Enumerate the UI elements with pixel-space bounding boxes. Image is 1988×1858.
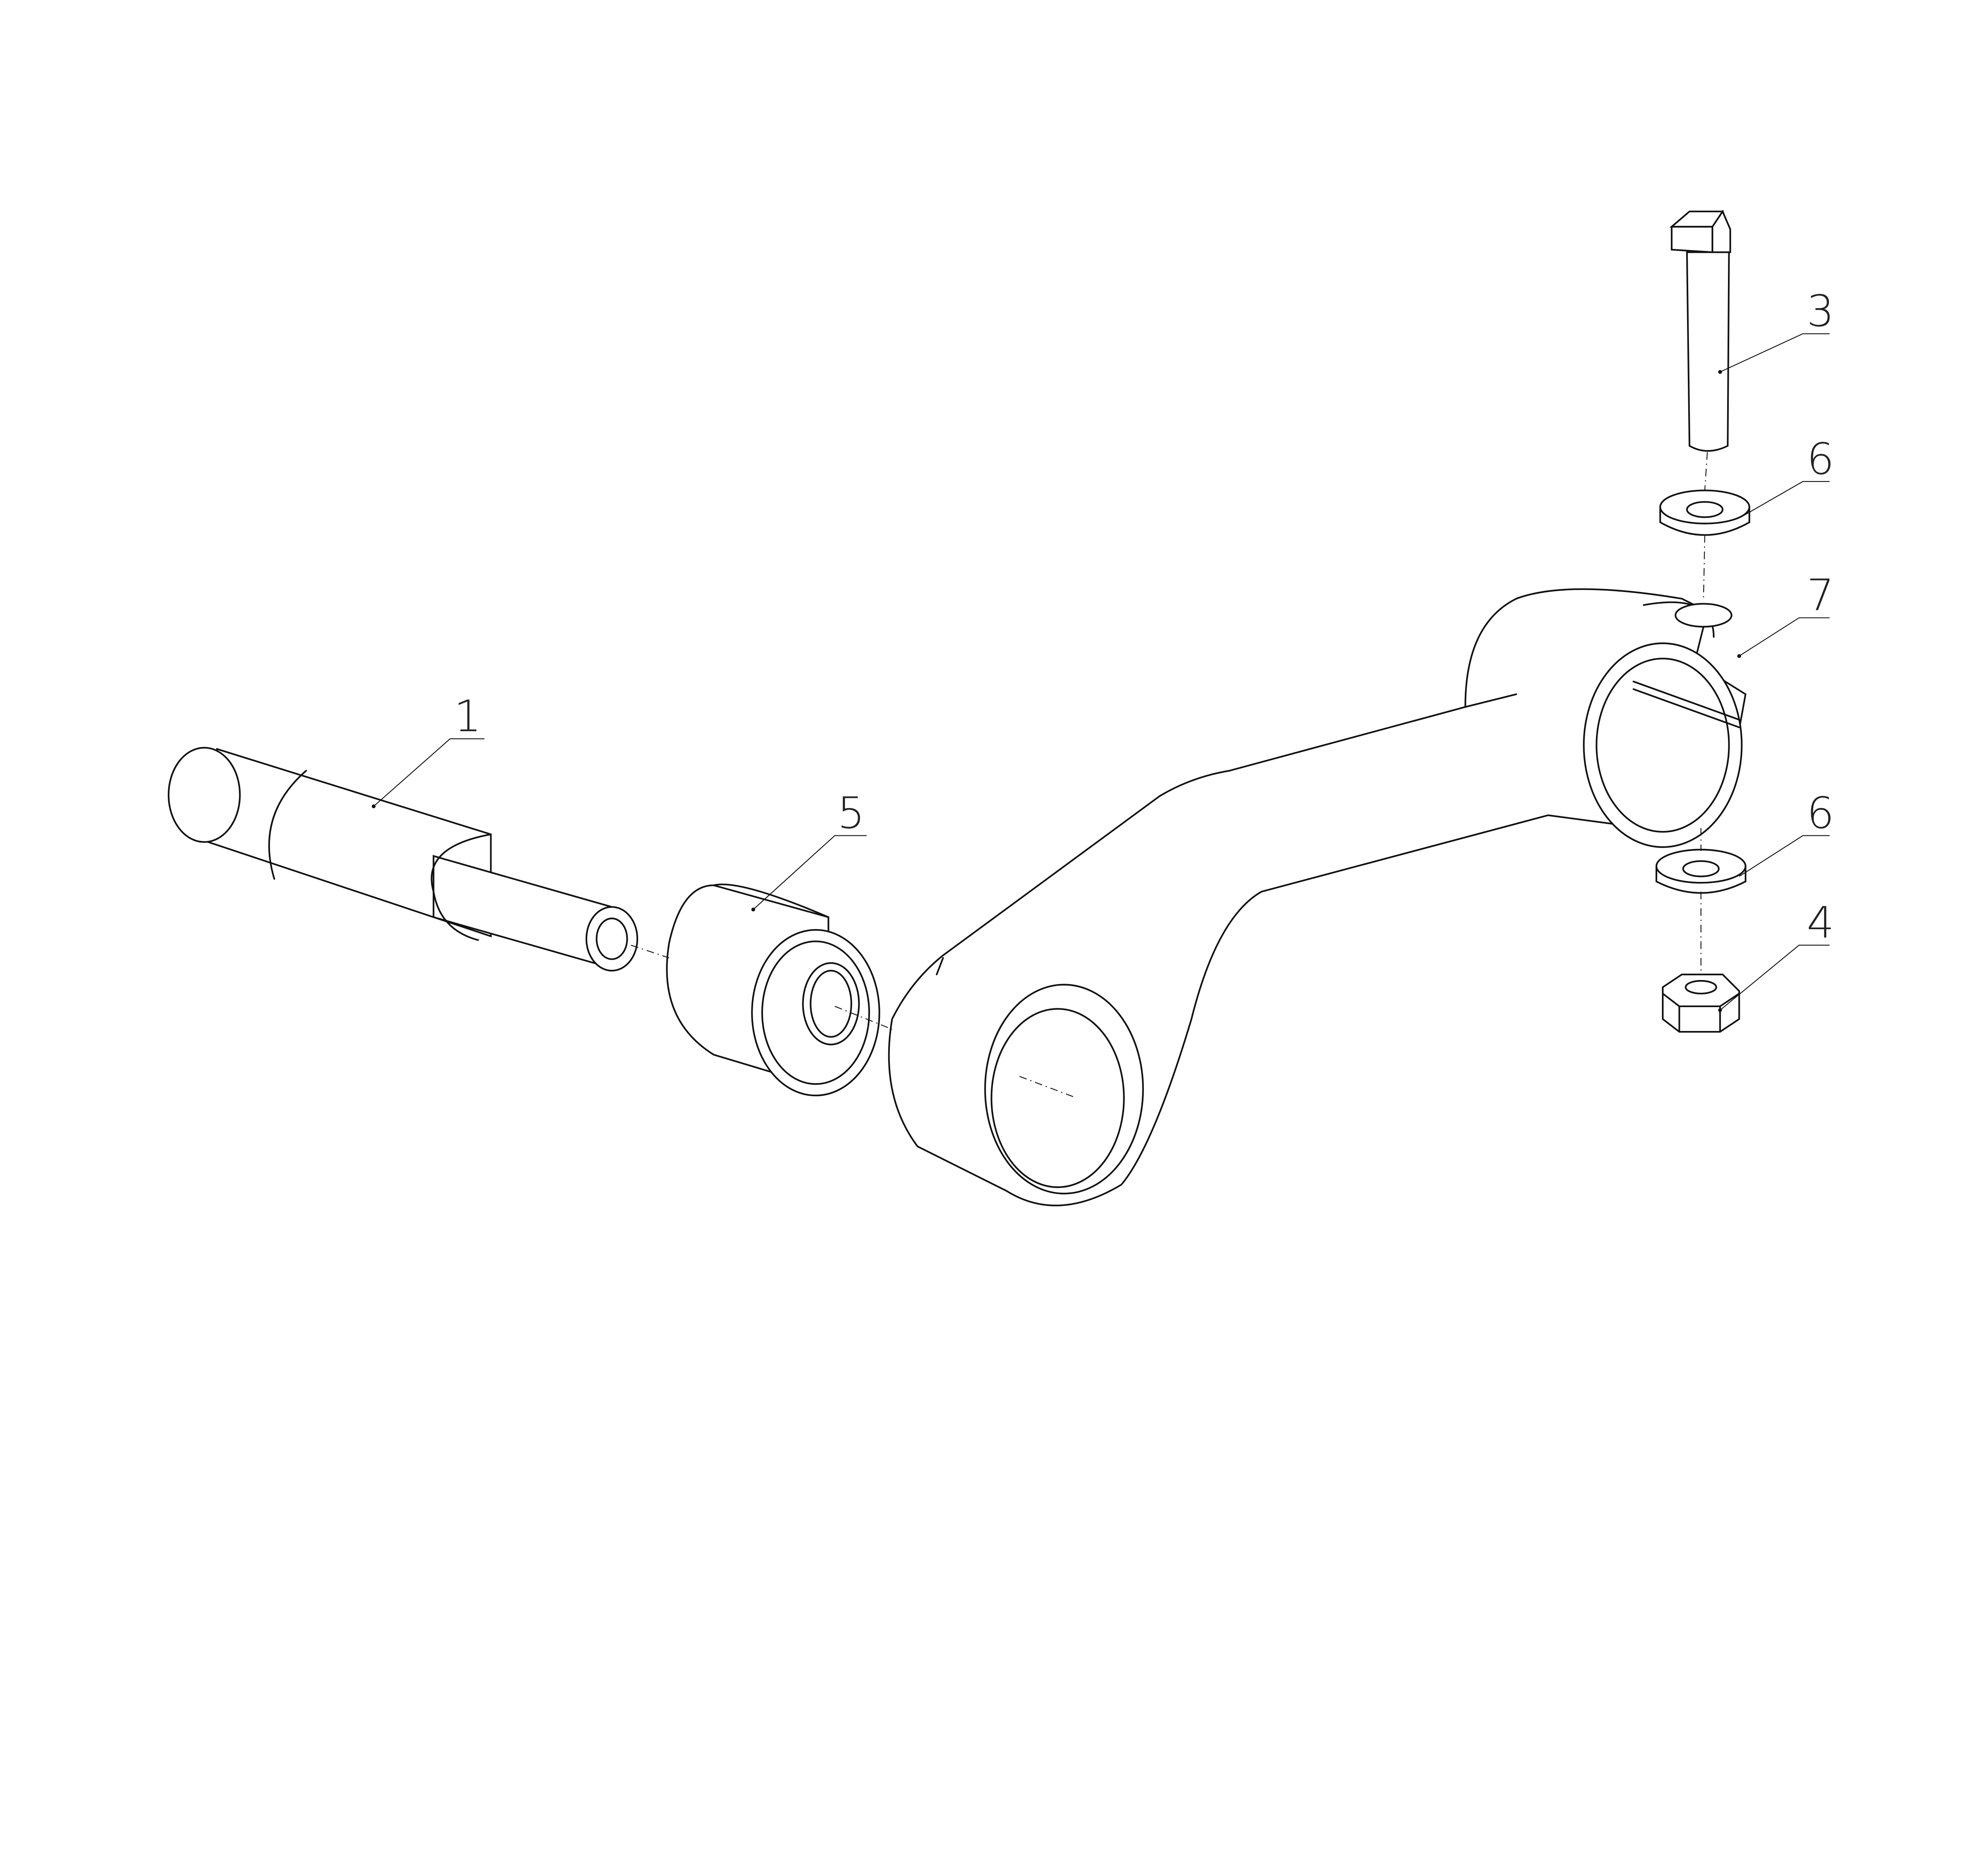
callout-label: 3 [1807, 286, 1834, 336]
callout-label: 6 [1807, 434, 1834, 484]
callout-label: 1 [454, 691, 481, 742]
center-lines [631, 452, 1708, 1099]
part-6-bottom-washer [1655, 848, 1747, 894]
callout-label: 7 [1807, 570, 1834, 621]
callout-label: 5 [837, 788, 865, 838]
part-3-hex-bolt [1669, 210, 1731, 452]
callout-label: 6 [1807, 788, 1834, 838]
callout-1: 1 [371, 691, 485, 808]
callout-5: 5 [751, 788, 867, 912]
callout-4: 4 [1718, 897, 1834, 1012]
callout-6-bottom: 6 [1739, 788, 1834, 877]
part-5-bushing [666, 883, 880, 1097]
part-1-stepped-shaft [167, 747, 639, 972]
part-6-top-washer [1659, 489, 1750, 536]
drawing-canvas: 1 5 3 6 7 6 4 [167, 210, 1834, 1206]
callout-label: 4 [1807, 897, 1834, 948]
callout-3: 3 [1718, 286, 1834, 374]
callout-7: 7 [1737, 570, 1834, 658]
part-7-lever-arm [888, 588, 1747, 1206]
exploded-assembly-drawing: 1 5 3 6 7 6 4 [167, 210, 1834, 1206]
callout-6-top: 6 [1743, 434, 1834, 516]
part-4-hex-nut [1662, 973, 1740, 1033]
